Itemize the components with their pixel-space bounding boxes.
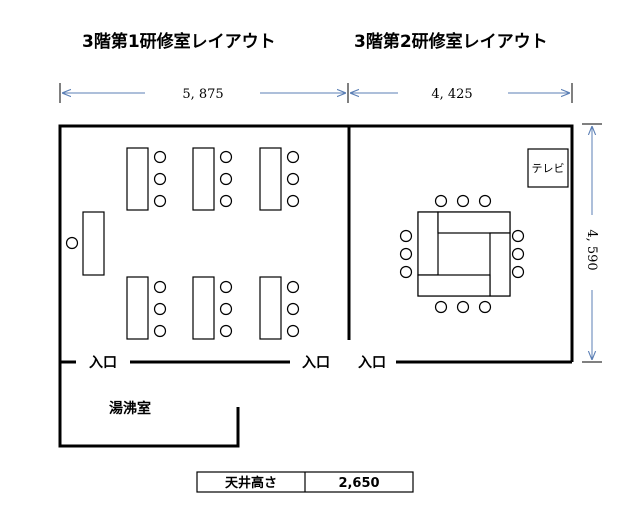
chair — [399, 229, 413, 243]
chair — [286, 172, 300, 186]
kitchenette-wall — [58, 362, 240, 448]
chair — [219, 172, 233, 186]
room1-title: 3階第1研修室レイアウト — [82, 31, 276, 52]
chair — [511, 229, 525, 243]
dimension-room2-width: 4, 425 — [350, 83, 573, 103]
room2-width-label: 4, 425 — [431, 87, 472, 102]
table-segment — [437, 211, 511, 234]
chair — [219, 324, 233, 338]
desk — [259, 276, 282, 340]
room2-title: 3階第2研修室レイアウト — [354, 31, 548, 52]
desk — [192, 147, 215, 211]
desk — [126, 276, 149, 340]
desk — [126, 147, 149, 211]
instructor-chair — [65, 236, 79, 250]
chair — [456, 300, 470, 314]
chair — [286, 324, 300, 338]
tv-label: テレビ — [532, 162, 565, 175]
chair — [219, 150, 233, 164]
table-segment — [417, 211, 439, 276]
chair — [511, 247, 525, 261]
ceiling-height-table: 天井高さ 2,650 — [196, 471, 414, 493]
chair — [219, 302, 233, 316]
room1-furniture — [65, 147, 300, 340]
chair — [219, 280, 233, 294]
chair — [511, 265, 525, 279]
desk — [259, 147, 282, 211]
room1-width-label: 5, 875 — [182, 87, 223, 102]
ceiling-height-label: 天井高さ — [225, 475, 277, 491]
chair — [456, 194, 470, 208]
chair — [399, 265, 413, 279]
chair — [153, 172, 167, 186]
chair — [153, 194, 167, 208]
entrance-right: 入口 — [358, 355, 386, 371]
chair — [478, 194, 492, 208]
table-segment — [489, 232, 511, 297]
tv-box — [527, 148, 569, 188]
outer-wall — [58, 124, 574, 362]
chair — [219, 194, 233, 208]
chair — [434, 194, 448, 208]
ceiling-height-value: 2,650 — [338, 476, 379, 491]
chair — [478, 300, 492, 314]
chair — [434, 300, 448, 314]
chair — [153, 302, 167, 316]
entrance-left: 入口 — [89, 355, 117, 371]
desk — [192, 276, 215, 340]
chair — [399, 247, 413, 261]
kitchenette-label: 湯沸室 — [109, 400, 151, 417]
chair — [286, 194, 300, 208]
chair — [153, 280, 167, 294]
walls — [58, 124, 574, 448]
chair — [286, 302, 300, 316]
chair — [286, 280, 300, 294]
instructor-desk — [82, 211, 105, 276]
chair — [153, 324, 167, 338]
dimension-room1-width: 5, 875 — [59, 83, 349, 103]
dimension-depth: 4, 590 — [582, 123, 602, 363]
entrance-middle: 入口 — [302, 355, 330, 371]
depth-label: 4, 590 — [584, 229, 599, 270]
room2-furniture — [399, 148, 569, 314]
chair — [153, 150, 167, 164]
chair — [286, 150, 300, 164]
table-segment — [417, 274, 491, 297]
